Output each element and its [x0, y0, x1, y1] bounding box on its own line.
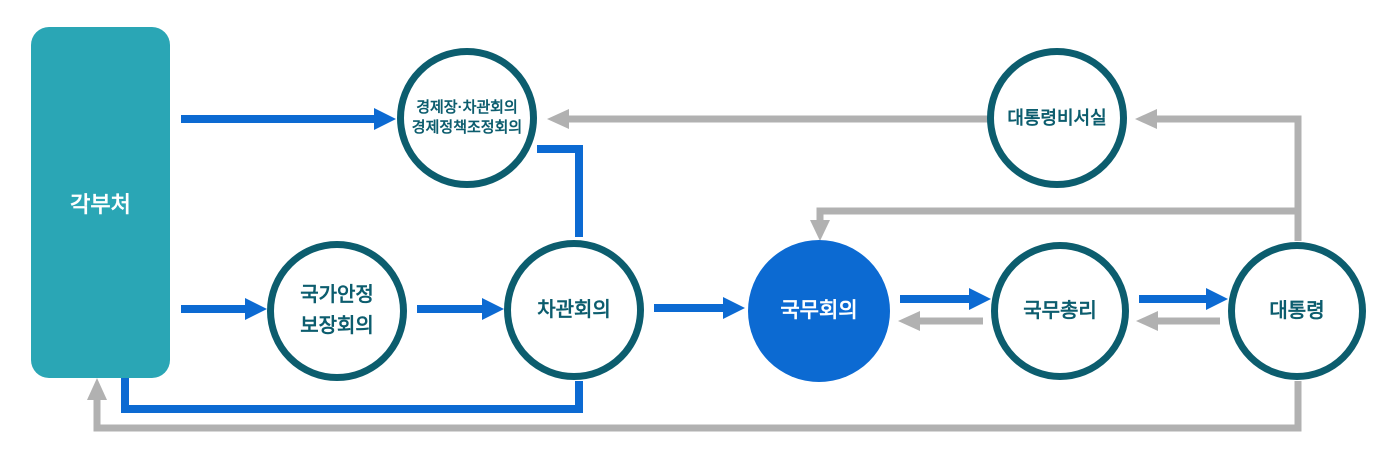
node-vice-ministers-meeting-label: 차관회의: [537, 298, 611, 321]
arrowhead-left-icon: [898, 311, 920, 331]
node-ministries-label: 각부처: [70, 191, 131, 217]
node-state-council: 국무회의: [748, 240, 890, 382]
node-econ-policy-meeting-label: 경제장·차관회의 경제정책조정회의: [411, 99, 523, 136]
arrowhead-left-icon: [1136, 311, 1158, 331]
arrowhead-right-icon: [969, 288, 991, 310]
node-ministries: 각부처: [31, 27, 170, 378]
arrowhead-right-icon: [374, 108, 396, 130]
node-president: 대통령: [1228, 242, 1366, 380]
edge-econ-meeting-to-vice-ministers: [537, 145, 583, 237]
node-nsc: 국가안정 보장회의: [267, 241, 407, 381]
node-vice-ministers-meeting: 차관회의: [504, 240, 644, 380]
node-president-label: 대통령: [1269, 299, 1325, 322]
arrowhead-left-icon: [1135, 109, 1157, 129]
arrowhead-left-icon: [547, 109, 569, 129]
arrowhead-down-icon: [810, 220, 830, 241]
edge-vice-ministers-to-ministries-loop: [121, 377, 583, 413]
edge-president-to-secretariat: [1157, 115, 1302, 241]
edge-president-to-ministries-loop: [93, 381, 1302, 432]
node-presidential-secretariat-label: 대통령비서실: [1007, 108, 1107, 128]
node-prime-minister: 국무총리: [991, 242, 1129, 380]
node-nsc-label: 국가안정 보장회의: [300, 284, 374, 337]
edge-president-to-state-council: [816, 207, 1298, 221]
node-state-council-label: 국무회의: [780, 299, 858, 322]
node-econ-policy-meeting: 경제장·차관회의 경제정책조정회의: [397, 48, 537, 188]
arrowhead-right-icon: [723, 297, 745, 319]
arrowhead-up-icon: [87, 378, 107, 400]
arrowhead-right-icon: [245, 298, 267, 320]
arrowhead-right-icon: [482, 298, 504, 320]
node-presidential-secretariat: 대통령비서실: [987, 48, 1127, 188]
arrowhead-right-icon: [1206, 288, 1228, 310]
node-prime-minister-label: 국무총리: [1023, 299, 1097, 322]
